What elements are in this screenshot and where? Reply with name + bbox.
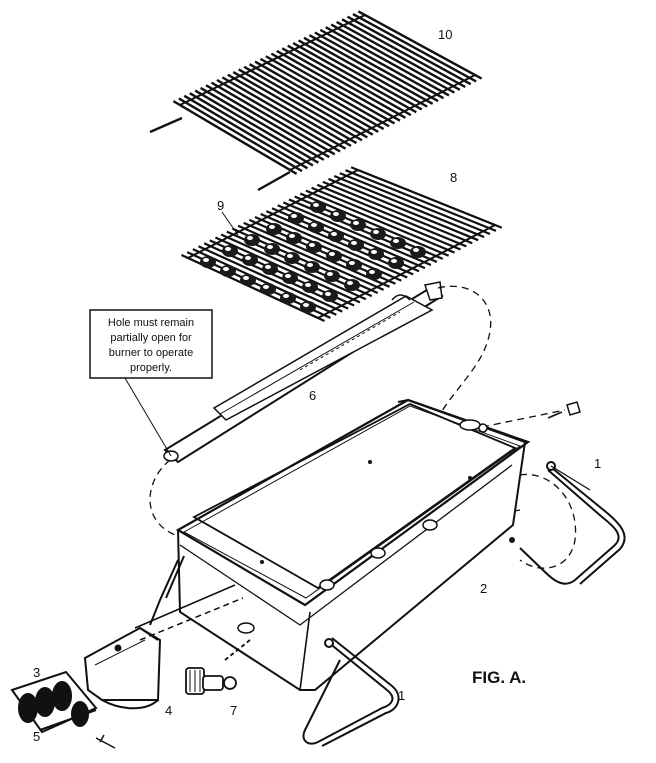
label-part-10: 10 xyxy=(438,27,452,42)
regulator-assembly xyxy=(10,670,98,734)
bolt-right xyxy=(547,401,581,419)
label-part-1-right: 1 xyxy=(594,456,601,471)
bolt-bottom xyxy=(95,734,116,749)
callout-line-1: Hole must remain xyxy=(108,317,194,329)
leg-left xyxy=(149,555,185,626)
venturi-tube xyxy=(134,584,244,641)
figure-label: FIG. A. xyxy=(472,668,526,687)
label-part-3: 3 xyxy=(33,665,40,680)
callout-leader xyxy=(124,377,172,457)
rock-grate xyxy=(181,166,503,322)
burner xyxy=(163,281,444,464)
label-part-1-front: 1 xyxy=(398,688,405,703)
label-part-5: 5 xyxy=(33,729,40,744)
callout-line-3: burner to operate xyxy=(109,347,193,359)
leg-front xyxy=(302,637,400,747)
label-part-4: 4 xyxy=(165,703,172,718)
callout-box: Hole must remain partially open for burn… xyxy=(89,309,213,457)
control-valve xyxy=(185,639,251,695)
leader-9 xyxy=(221,211,239,236)
leg-right xyxy=(519,461,626,585)
grill-body xyxy=(175,398,531,691)
cooking-grate xyxy=(149,10,483,192)
wing-nut xyxy=(459,419,488,433)
label-part-9: 9 xyxy=(217,198,224,213)
heat-shield xyxy=(83,626,162,710)
label-part-2: 2 xyxy=(480,581,487,596)
callout-line-4: properly. xyxy=(130,362,172,374)
label-part-8: 8 xyxy=(450,170,457,185)
label-part-6: 6 xyxy=(309,388,316,403)
label-part-7: 7 xyxy=(230,703,237,718)
callout-line-2: partially open for xyxy=(110,332,192,344)
